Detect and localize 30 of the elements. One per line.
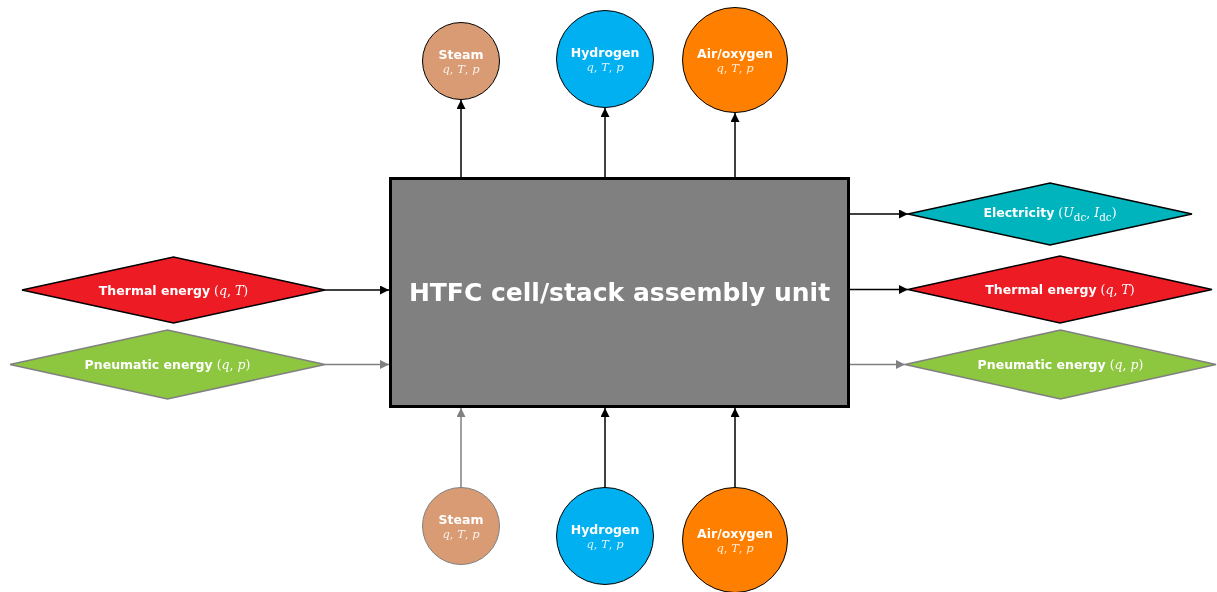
arrow — [730, 407, 740, 488]
node-label: Steam — [438, 46, 484, 62]
arrow — [324, 285, 390, 295]
variable-label: q, T, p — [442, 526, 480, 541]
arrow — [600, 407, 610, 488]
node-label: Thermal energy (q, T) — [98, 282, 249, 298]
variable-label: q, T, p — [716, 60, 754, 75]
arrow — [456, 407, 466, 488]
node-label: Electricity (U$_{dc}$, I$_{dc}$) — [983, 205, 1117, 223]
arrow — [849, 360, 906, 369]
arrow — [456, 99, 466, 178]
node-label: Hydrogen — [570, 44, 640, 60]
node-label: Thermal energy (q, T) — [985, 282, 1135, 297]
node-label: Pneumatic energy (q, p) — [977, 357, 1144, 372]
variable-label: q, T, p — [586, 59, 624, 74]
node-label: Steam — [438, 511, 484, 527]
arrow — [730, 112, 740, 178]
arrow — [324, 360, 390, 369]
arrow — [849, 285, 909, 294]
variable-label: q, T, p — [716, 540, 754, 555]
node-label: Pneumatic energy (q, p) — [84, 357, 251, 372]
node-label: Air/oxygen — [697, 525, 773, 541]
variable-label: q, T, p — [586, 536, 624, 551]
arrow — [600, 107, 610, 178]
arrow — [849, 209, 909, 219]
variable-label: q, T, p — [442, 61, 480, 76]
node-label: HTFC cell/stack assembly unit — [408, 278, 831, 307]
node-label: Hydrogen — [570, 521, 640, 537]
process-box — [389, 177, 850, 408]
node-label: Air/oxygen — [697, 45, 773, 61]
